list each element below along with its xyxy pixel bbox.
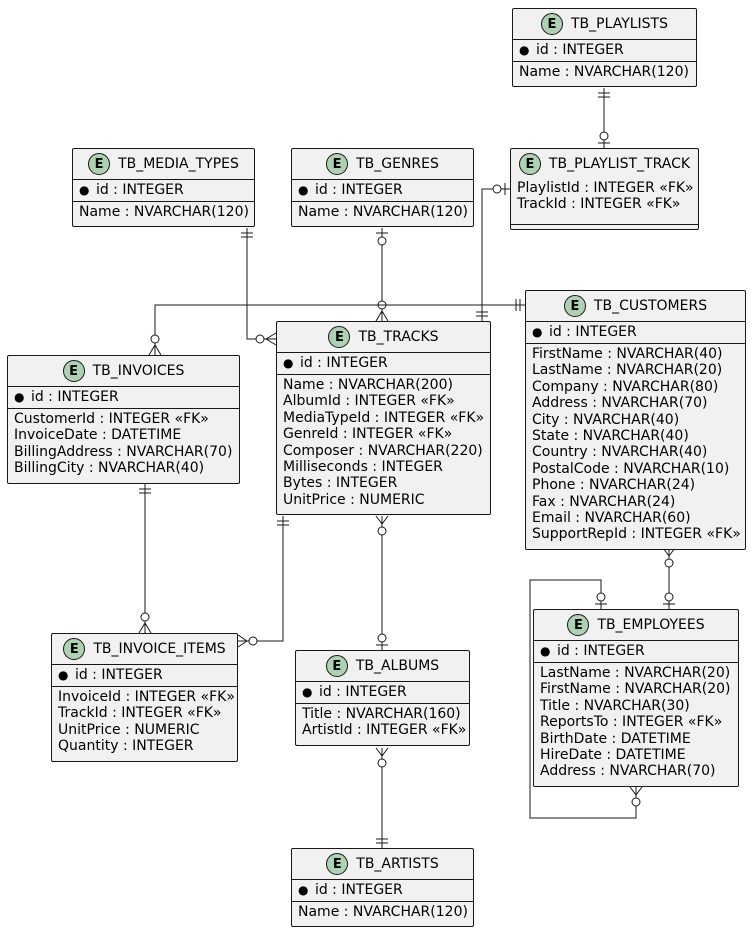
- entity-primary-key: id : INTEGER: [535, 42, 624, 58]
- entity-attribute: Phone : NVARCHAR(24): [532, 477, 696, 494]
- entity-icon: E: [540, 13, 563, 35]
- entity-attribute: Composer : NVARCHAR(220): [283, 442, 483, 459]
- entity-icon: E: [518, 153, 541, 175]
- entity-icon: E: [563, 295, 586, 317]
- entity-attribute: LastName : NVARCHAR(20): [540, 665, 731, 681]
- rel-playlists-playlist-track: [598, 88, 610, 148]
- entity-attribute: Address : NVARCHAR(70): [532, 395, 708, 412]
- rel-tracks-invoice-items: [237, 516, 289, 648]
- entity-attribute: InvoiceDate : DATETIME: [14, 427, 182, 444]
- entity-title: TB_TRACKS: [358, 329, 439, 345]
- rel-albums-artists: [375, 747, 389, 848]
- entity-title: TB_PLAYLISTS: [570, 16, 668, 32]
- entity-title: TB_CUSTOMERS: [593, 298, 708, 314]
- entity-attribute: BillingAddress : NVARCHAR(70): [14, 443, 233, 460]
- rel-customers-employees: [662, 547, 676, 609]
- entity-attribute: TrackId : INTEGER «FK»: [517, 196, 681, 213]
- entity-attribute: HireDate : DATETIME: [540, 747, 686, 764]
- rel-employees-self: [529, 579, 643, 819]
- entity-attribute: AlbumId : INTEGER «FK»: [283, 393, 455, 410]
- entity-primary-key: id : INTEGER: [95, 182, 184, 198]
- entity-attribute: UnitPrice : NUMERIC: [58, 721, 200, 738]
- entity-title: TB_INVOICES: [92, 363, 185, 379]
- entity-title: TB_INVOICE_ITEMS: [93, 641, 226, 657]
- entity-attribute: BillingCity : NVARCHAR(40): [14, 460, 205, 477]
- entity-attribute: ReportsTo : INTEGER «FK»: [540, 714, 723, 731]
- entity-icon: E: [62, 360, 85, 382]
- entity-title: TB_ARTISTS: [356, 856, 439, 872]
- entity-attribute: Fax : NVARCHAR(24): [532, 493, 676, 510]
- entity-attribute: Country : NVARCHAR(40): [532, 444, 708, 461]
- entity-attribute: City : NVARCHAR(40): [532, 411, 680, 428]
- entity-attribute: MediaTypeId : INTEGER «FK»: [283, 409, 485, 426]
- entity-attribute: Title : NVARCHAR(30): [540, 697, 690, 714]
- entity-attribute: UnitPrice : NUMERIC: [283, 491, 425, 508]
- entity-icon: E: [567, 614, 590, 636]
- entity-attribute: BirthDate : DATETIME: [540, 730, 691, 747]
- entity-icon: E: [326, 153, 349, 175]
- entity-primary-key: id : INTEGER: [314, 882, 403, 898]
- entity-icon: E: [63, 638, 86, 660]
- entity-icon: E: [325, 655, 348, 677]
- entity-icon: E: [328, 326, 351, 348]
- entity-primary-key: id : INTEGER: [30, 389, 119, 405]
- entity-attribute: CustomerId : INTEGER «FK»: [14, 411, 209, 427]
- entity-attribute: Name : NVARCHAR(120): [298, 204, 468, 220]
- entity-attribute: Quantity : INTEGER: [58, 738, 194, 755]
- entity-attribute: Email : NVARCHAR(60): [532, 510, 691, 527]
- entity-attribute: Bytes : INTEGER: [283, 475, 398, 492]
- entity-attribute: TrackId : INTEGER «FK»: [58, 705, 222, 722]
- rel-media-types-tracks: [241, 228, 277, 346]
- entity-primary-key: id : INTEGER: [548, 324, 637, 340]
- entity-attribute: State : NVARCHAR(40): [532, 428, 689, 445]
- entity-attribute: InvoiceId : INTEGER «FK»: [58, 689, 235, 705]
- entity-title: TB_GENRES: [356, 156, 439, 172]
- entity-attribute: SupportRepId : INTEGER «FK»: [532, 526, 741, 543]
- entity-attribute: Name : NVARCHAR(120): [79, 204, 249, 220]
- rel-invoices-invoice-items: [138, 484, 152, 634]
- entity-attribute: ArtistId : INTEGER «FK»: [302, 722, 467, 739]
- entity-attribute: LastName : NVARCHAR(20): [532, 362, 723, 379]
- entity-primary-key: id : INTEGER: [318, 684, 407, 700]
- entity-attribute: Address : NVARCHAR(70): [540, 763, 716, 780]
- entity-icon: E: [326, 853, 349, 875]
- entity-attribute: PostalCode : NVARCHAR(10): [532, 460, 730, 477]
- entity-primary-key: id : INTEGER: [74, 667, 163, 683]
- entity-attribute: FirstName : NVARCHAR(20): [540, 681, 731, 698]
- entity-title: TB_PLAYLIST_TRACK: [548, 156, 691, 172]
- rel-customers-invoices: [148, 299, 525, 356]
- rel-playlist-track-tracks: [476, 183, 510, 321]
- rel-genres-tracks: [375, 228, 389, 322]
- entity-attribute: PlaylistId : INTEGER «FK»: [517, 180, 694, 196]
- entity-attribute: Name : NVARCHAR(120): [519, 64, 689, 80]
- entity-playlist-track[interactable]: E TB_PLAYLIST_TRACK PlaylistId : INTEGER …: [510, 148, 699, 230]
- entity-attribute: FirstName : NVARCHAR(40): [532, 346, 723, 362]
- entity-attribute: Company : NVARCHAR(80): [532, 378, 719, 395]
- entity-primary-key: id : INTEGER: [299, 355, 388, 371]
- entity-attribute: Title : NVARCHAR(160): [302, 706, 461, 722]
- entity-primary-key: id : INTEGER: [556, 643, 645, 659]
- entity-attribute: Name : NVARCHAR(200): [283, 377, 453, 393]
- rel-tracks-albums: [375, 515, 389, 650]
- entity-icon: E: [88, 153, 111, 175]
- entity-primary-key: id : INTEGER: [314, 182, 403, 198]
- entity-attribute: GenreId : INTEGER «FK»: [283, 426, 453, 443]
- entity-title: TB_MEDIA_TYPES: [118, 156, 239, 172]
- entity-title: TB_ALBUMS: [355, 658, 440, 674]
- entity-title: TB_EMPLOYEES: [597, 617, 705, 633]
- entity-attribute: Name : NVARCHAR(120): [298, 904, 468, 920]
- entity-attribute: Milliseconds : INTEGER: [283, 459, 443, 476]
